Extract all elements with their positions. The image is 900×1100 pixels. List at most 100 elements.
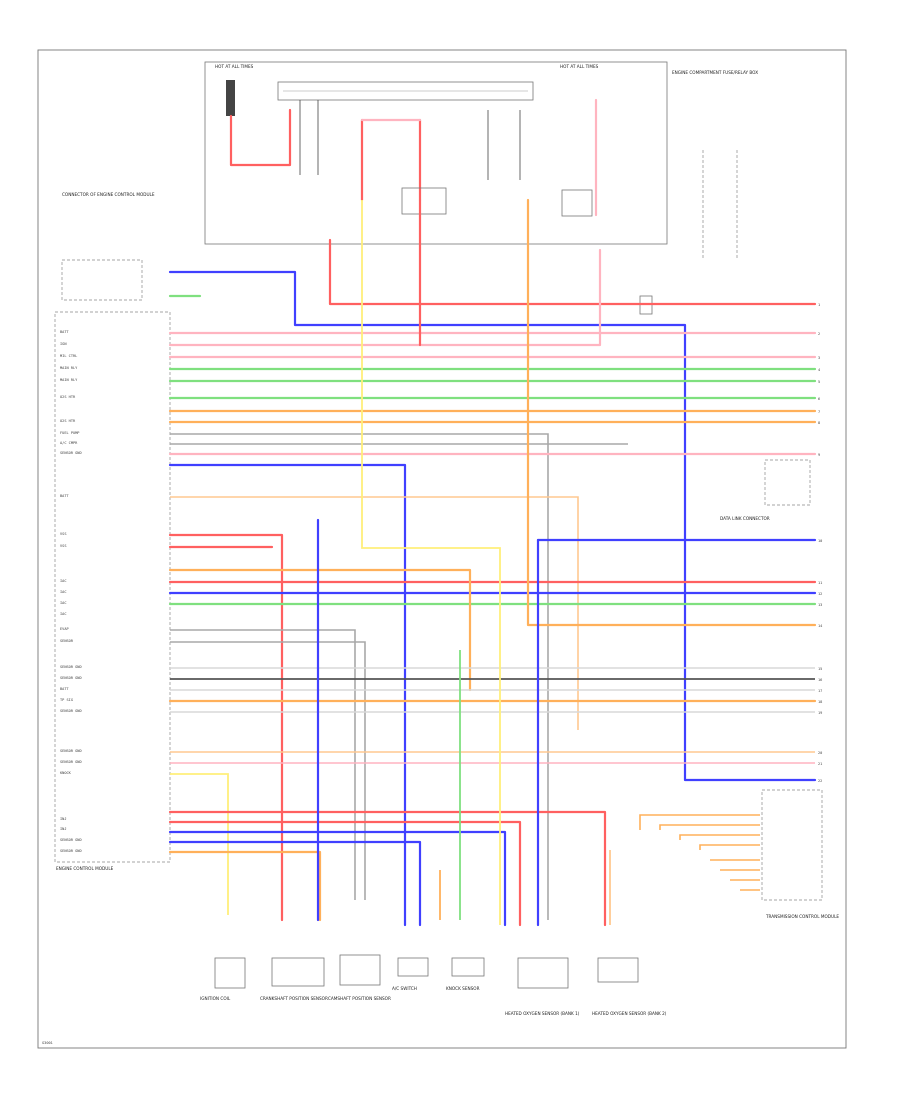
ecm-pin: SENSOR GND	[60, 749, 82, 753]
wire-main-power	[328, 238, 817, 306]
right-lower-wires	[639, 814, 760, 891]
ecm-pin: SENSOR GND	[60, 849, 82, 853]
data-link-connector	[764, 459, 811, 506]
fuse-box-label: ENGINE COMPARTMENT FUSE/RELAY BOX	[672, 70, 758, 75]
ecm-box	[54, 311, 171, 863]
ecm-pin: FUEL PUMP	[60, 431, 79, 435]
ecm-pin: VSS	[60, 544, 67, 548]
svg-text:9: 9	[818, 453, 820, 457]
wire-yellow-drop	[361, 200, 501, 925]
ecm-pin: MAIN RLY	[60, 378, 78, 382]
svg-text:11: 11	[818, 581, 822, 585]
ecm-pin: SENSOR	[60, 639, 74, 643]
ecm-pin: IAC	[60, 601, 67, 605]
wire-inj-2	[168, 820, 522, 927]
right-terminals: 1 2 3 4 5 6 7 8 9 10 11 12 13 14 15 16 1…	[818, 303, 822, 783]
corner-tag: G3001	[42, 1041, 53, 1045]
wire-sensor-gnd-8	[168, 840, 422, 927]
svg-text:12: 12	[818, 592, 822, 596]
svg-text:6: 6	[818, 397, 820, 401]
component-label: HEATED OXYGEN SENSOR (BANK 2)	[592, 1011, 667, 1016]
component-label: A/C SWITCH	[392, 986, 417, 991]
ecm-pin: O2S HTR	[60, 395, 76, 399]
horizontal-wires	[168, 238, 817, 927]
ecm-pin: MIL CTRL	[60, 354, 77, 358]
wire-ac-cmpr	[170, 433, 549, 920]
svg-text:19: 19	[818, 711, 822, 715]
right-lower-connector	[761, 789, 823, 901]
ecm-pin: A/C CMPR	[60, 441, 78, 445]
ecm-pin: BATT	[60, 330, 69, 334]
ecm-pin: BATT	[60, 687, 69, 691]
ecm-pin: SENSOR GND	[60, 665, 82, 669]
left-components-label: CONNECTOR OF ENGINE CONTROL MODULE	[62, 192, 155, 197]
component-label: CRANKSHAFT POSITION SENSOR	[260, 996, 328, 1001]
wire-orange-drop	[526, 198, 817, 627]
wire-vss	[168, 463, 407, 927]
ecm-pin: TP SIG	[60, 698, 73, 702]
fuse-box-title-right: HOT AT ALL TIMES	[560, 64, 599, 69]
fuel-pump-relay	[561, 189, 593, 217]
svg-text:15: 15	[818, 667, 822, 671]
fuse-bus-bar	[277, 81, 534, 101]
svg-text:20: 20	[818, 751, 822, 755]
ecm-pin: INJ	[60, 817, 67, 821]
ecm-pin: SENSOR GND	[60, 676, 82, 680]
wire-vss-1	[168, 533, 284, 922]
ecm-pin: VSS	[60, 532, 67, 536]
main-relay	[401, 187, 447, 215]
component-cam-sensor	[339, 954, 381, 986]
wire-batt-2	[170, 496, 579, 730]
component-label: CAMSHAFT POSITION SENSOR	[328, 996, 391, 1001]
wire-inj-1	[168, 810, 607, 927]
ecm-pin: IAC	[60, 579, 67, 583]
component-o2-sensor-2	[597, 957, 639, 983]
svg-text:7: 7	[818, 410, 820, 414]
svg-text:21: 21	[818, 762, 822, 766]
ecm-pin: MAIN RLY	[60, 366, 78, 370]
fuse-relay-box	[204, 61, 668, 245]
svg-text:16: 16	[818, 678, 822, 682]
svg-text:22: 22	[818, 779, 822, 783]
svg-text:2: 2	[818, 332, 820, 336]
ecm-pin: SENSOR GND	[60, 838, 82, 842]
component-ignition-coil	[214, 957, 246, 989]
wire-blue-long	[168, 270, 817, 782]
svg-text:17: 17	[818, 689, 822, 693]
battery-icon	[226, 80, 235, 116]
svg-text:1: 1	[818, 303, 820, 307]
ecm-pin: SENSOR GND	[60, 709, 82, 713]
svg-text:18: 18	[818, 700, 822, 704]
component-ac-switch	[397, 957, 429, 977]
wire-ign	[168, 248, 602, 347]
component-label: IGNITION COIL	[200, 996, 231, 1001]
component-label: HEATED OXYGEN SENSOR (BANK 1)	[505, 1011, 580, 1016]
ecm-label: ENGINE CONTROL MODULE	[56, 866, 114, 871]
svg-text:13: 13	[818, 603, 822, 607]
component-knock-sensor	[451, 957, 485, 977]
ecm-pin: IGN	[60, 342, 67, 346]
ecm-pin: SENSOR GND	[60, 451, 82, 455]
svg-text:4: 4	[818, 368, 820, 372]
ecm-pin: IAC	[60, 612, 67, 616]
fuse-box-title: HOT AT ALL TIMES	[215, 64, 254, 69]
svg-text:14: 14	[818, 624, 822, 628]
vertical-wires	[316, 198, 817, 927]
ecm-pin: INJ	[60, 827, 67, 831]
component-label: KNOCK SENSOR	[446, 986, 480, 991]
ecm-pin: EVAP	[60, 627, 69, 631]
wire-battery-feed	[229, 108, 292, 167]
ecm-pin: BATT	[60, 494, 69, 498]
ecm-pin: O2S HTR	[60, 419, 76, 423]
diagram-frame	[37, 49, 847, 1049]
wire-sensor-2	[170, 641, 366, 900]
ecm-pin-labels: BATT IGN MIL CTRL MAIN RLY MAIN RLY O2S …	[60, 330, 82, 853]
bottom-components: IGNITION COIL CRANKSHAFT POSITION SENSOR…	[200, 954, 667, 1016]
right-connector-label: DATA LINK CONNECTOR	[720, 516, 770, 521]
right-lower-label: TRANSMISSION CONTROL MODULE	[765, 914, 839, 919]
ecm-pin: KNOCK	[60, 771, 72, 775]
wire-knock	[170, 773, 229, 915]
svg-text:10: 10	[818, 539, 822, 543]
wire-sensor-gnd-9	[168, 850, 322, 922]
